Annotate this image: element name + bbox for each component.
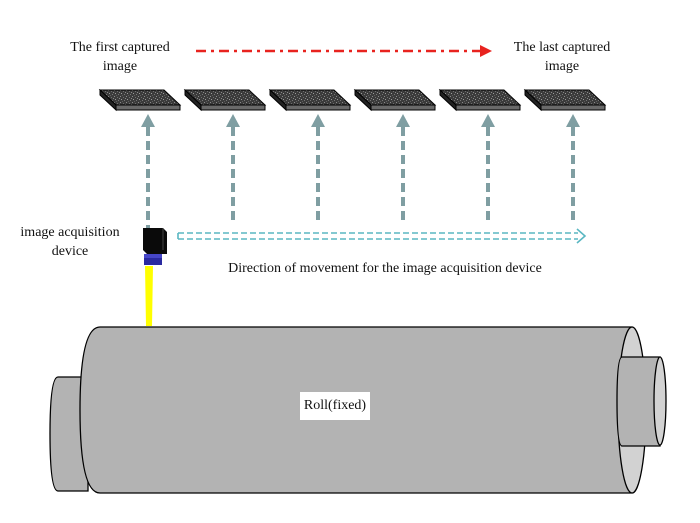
camera-icon xyxy=(143,228,167,265)
capture-arrow xyxy=(311,114,325,220)
last-image-label: The last captured image xyxy=(497,38,627,76)
capture-arrows xyxy=(141,114,580,228)
last-image-label-line2: image xyxy=(544,59,580,74)
captured-image-plate xyxy=(98,88,182,112)
device-label-line2: device xyxy=(51,244,89,259)
first-image-label-line2: image xyxy=(102,59,138,74)
last-image-label-line1: The last captured xyxy=(513,40,611,55)
device-label-line1: image acquisition xyxy=(20,225,120,240)
roll-label: Roll(fixed) xyxy=(300,392,370,420)
first-image-label-line1: The first captured xyxy=(70,40,170,55)
capture-arrow xyxy=(566,114,580,220)
captured-image-plate xyxy=(353,88,437,112)
movement-direction-arrow xyxy=(177,228,587,244)
capture-arrow xyxy=(226,114,240,220)
captured-image-plate xyxy=(523,88,607,112)
captured-image-plate xyxy=(268,88,352,112)
capture-arrow xyxy=(141,114,155,228)
captured-image-plate xyxy=(438,88,522,112)
first-image-label: The first captured image xyxy=(55,38,185,76)
captured-image-plate xyxy=(183,88,267,112)
device-label: image acquisition device xyxy=(10,223,130,261)
sequence-arrow xyxy=(196,45,492,57)
capture-arrow xyxy=(396,114,410,220)
captured-images xyxy=(98,88,607,112)
light-beam xyxy=(145,266,153,326)
direction-label: Direction of movement for the image acqu… xyxy=(228,261,542,276)
capture-arrow xyxy=(481,114,495,220)
